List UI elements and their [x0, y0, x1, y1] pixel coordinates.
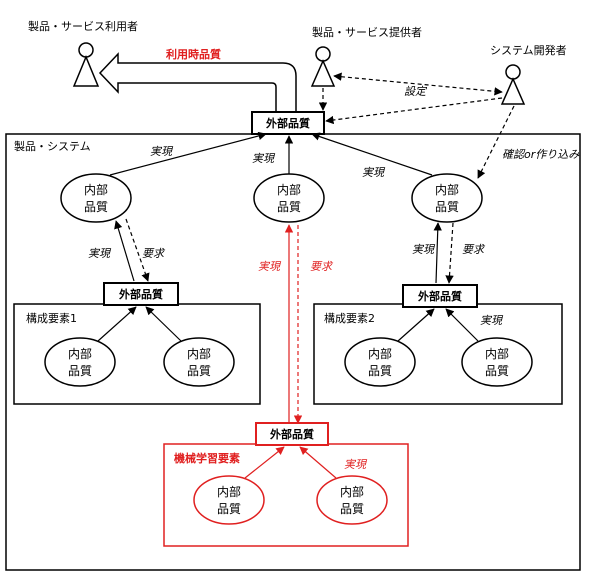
actor-provider-head [315, 46, 331, 62]
ml-external-box [255, 422, 329, 446]
ml-right-arrow [299, 446, 337, 479]
ml-right-line2: 品質 [340, 501, 364, 516]
c1-internal-right: 内部 品質 [163, 337, 235, 387]
left-to-top-arrow [109, 131, 267, 176]
iq-right-line1: 内部 [435, 182, 459, 197]
internal-quality-center: 内部 品質 [253, 173, 325, 223]
component1-external-label: 外部品質 [118, 287, 163, 301]
iq-left-line2: 品質 [84, 199, 108, 214]
c1-left-line2: 品質 [68, 363, 92, 378]
c2-internal-left: 内部 品質 [344, 337, 416, 387]
c1-realize-arrow [114, 220, 135, 282]
actor-developer: システム開発者 [490, 43, 567, 105]
iq-right-line2: 品質 [435, 199, 459, 214]
c2-realize-arrow [433, 222, 442, 284]
component1-label: 構成要素1 [26, 312, 77, 325]
ml-external-label: 外部品質 [269, 427, 314, 441]
setting-label: 設定 [404, 85, 428, 98]
c2-realize-label: 実現 [412, 243, 436, 256]
usage-quality-arrow-shape [98, 52, 297, 113]
c1-left-line1: 内部 [68, 346, 92, 361]
ml-internal-left: 内部 品質 [193, 475, 265, 525]
actor-user: 製品・サービス利用者 [28, 19, 138, 87]
component1-external-box [103, 282, 179, 306]
c1-require-label: 要求 [142, 247, 166, 260]
c2-internal-right: 内部 品質 [461, 337, 533, 387]
system-container-label: 製品・システム [14, 139, 91, 153]
provider-developer-link [333, 72, 503, 96]
ml-realize-inner-label: 実現 [344, 458, 368, 471]
realize-label-3: 実現 [362, 166, 386, 179]
c1-right-line2: 品質 [187, 363, 211, 378]
developer-to-ellipse-arrow [477, 105, 515, 179]
actor-developer-head [505, 64, 521, 80]
c1-right-line1: 内部 [187, 346, 211, 361]
ml-realize-label: 実現 [258, 260, 282, 273]
usage-quality-label: 利用時品質 [166, 47, 221, 61]
c2-left-arrow [397, 308, 435, 342]
c2-require-arrow [445, 222, 454, 284]
iq-center-line1: 内部 [277, 182, 301, 197]
c1-right-arrow [145, 306, 182, 342]
c2-realize-inner-label: 実現 [480, 314, 504, 327]
top-external-quality-label: 外部品質 [265, 116, 310, 130]
actor-user-head [78, 42, 94, 58]
ml-left-line2: 品質 [217, 501, 241, 516]
c2-right-arrow [445, 308, 479, 342]
ml-component-label: 機械学習要素 [174, 451, 240, 465]
component2-label: 構成要素2 [324, 312, 375, 325]
realize-label-1: 実現 [150, 145, 174, 158]
ml-require-label: 要求 [310, 260, 334, 273]
c2-right-line2: 品質 [485, 363, 509, 378]
c2-left-line1: 内部 [368, 346, 392, 361]
actor-developer-body [500, 77, 526, 105]
actor-provider-body [310, 59, 336, 87]
c2-left-line2: 品質 [368, 363, 392, 378]
ml-left-arrow [244, 446, 285, 479]
ml-right-line1: 内部 [340, 484, 364, 499]
c1-internal-left: 内部 品質 [44, 337, 116, 387]
iq-left-line1: 内部 [84, 182, 108, 197]
actor-user-body [72, 55, 100, 87]
c2-require-label: 要求 [462, 243, 486, 256]
component2-external-box [402, 284, 478, 308]
realize-label-2: 実現 [252, 152, 276, 165]
c1-left-arrow [97, 306, 137, 342]
iq-center-line2: 品質 [277, 199, 301, 214]
component2-external-label: 外部品質 [417, 289, 462, 303]
actor-user-label: 製品・サービス利用者 [28, 19, 138, 33]
system-container [5, 133, 581, 571]
developer-to-external-arrow [325, 97, 503, 125]
ml-internal-right: 内部 品質 [316, 475, 388, 525]
c2-right-line1: 内部 [485, 346, 509, 361]
c1-require-arrow [125, 218, 150, 282]
confirm-or-build-label: 確認or作り込み [502, 148, 580, 161]
actor-developer-label: システム開発者 [490, 43, 567, 57]
actor-provider: 製品・サービス提供者 [310, 25, 422, 87]
ml-left-line1: 内部 [217, 484, 241, 499]
internal-quality-left: 内部 品質 [60, 173, 132, 223]
internal-quality-right: 内部 品質 [411, 173, 483, 223]
actor-provider-label: 製品・サービス提供者 [312, 25, 422, 39]
right-to-top-arrow [311, 132, 433, 176]
c1-realize-label: 実現 [88, 247, 112, 260]
